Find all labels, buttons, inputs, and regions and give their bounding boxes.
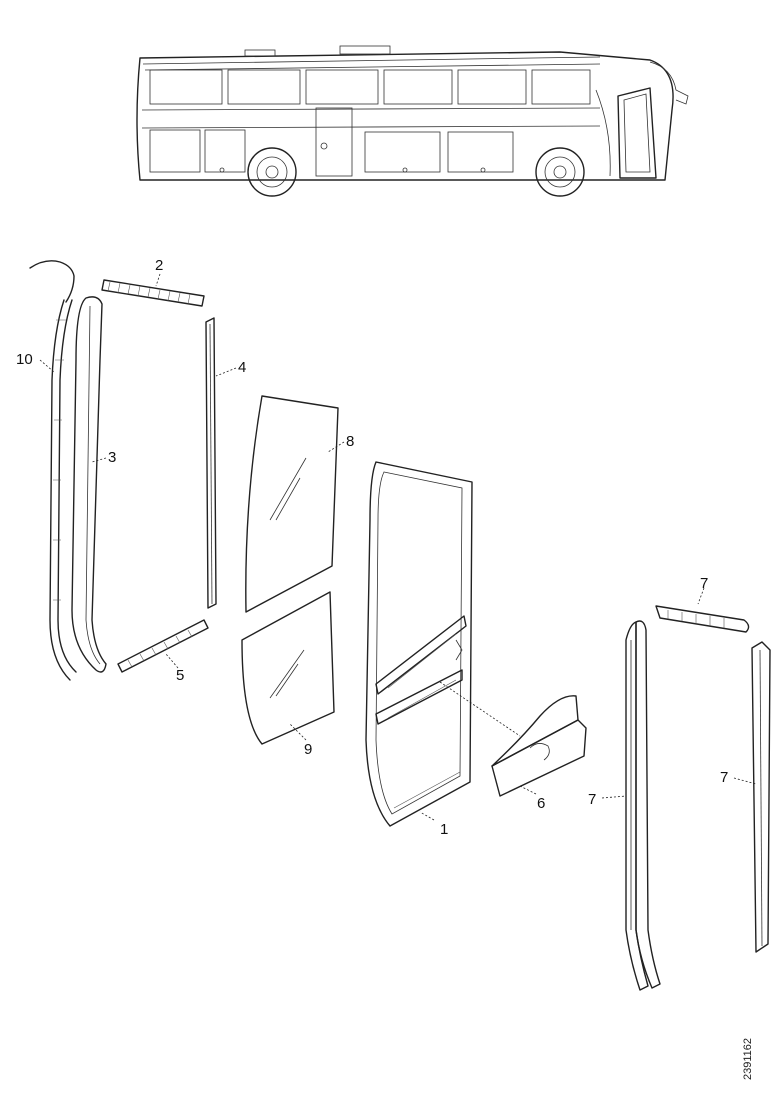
bracket-part [439, 681, 587, 797]
door-frame-part [365, 461, 473, 827]
label-curved-seal: 3 [108, 449, 116, 466]
curved-seal-part [71, 296, 107, 673]
rubber-profile-right-part [751, 641, 771, 953]
bottom-seal-part [117, 619, 209, 673]
part-labels: 10 2 4 3 8 5 9 1 6 7 7 7 [16, 257, 728, 838]
label-rubber-profile-curved: 7 [588, 791, 596, 808]
label-rubber-profile-right: 7 [720, 769, 728, 786]
label-lower-glass: 9 [304, 741, 312, 758]
label-side-strip: 4 [238, 359, 246, 376]
leader-lines [39, 273, 757, 821]
bus-overview-illustration [136, 45, 689, 197]
label-bottom-seal: 5 [176, 667, 184, 684]
label-outer-molding: 10 [16, 351, 33, 368]
side-strip-part [205, 317, 217, 609]
label-rubber-profile-top: 7 [700, 575, 708, 592]
top-seal-part [101, 279, 205, 307]
label-bracket: 6 [537, 795, 545, 812]
reference-number: 2391162 [742, 1037, 754, 1080]
upper-glass-part [245, 395, 339, 613]
label-door-frame: 1 [440, 821, 448, 838]
rubber-profile-curved-part [625, 620, 661, 991]
label-top-seal: 2 [155, 257, 163, 274]
lower-glass-part [241, 591, 335, 745]
outer-molding-part [29, 260, 77, 681]
rubber-profile-top-part [655, 605, 750, 633]
label-upper-glass: 8 [346, 433, 354, 450]
